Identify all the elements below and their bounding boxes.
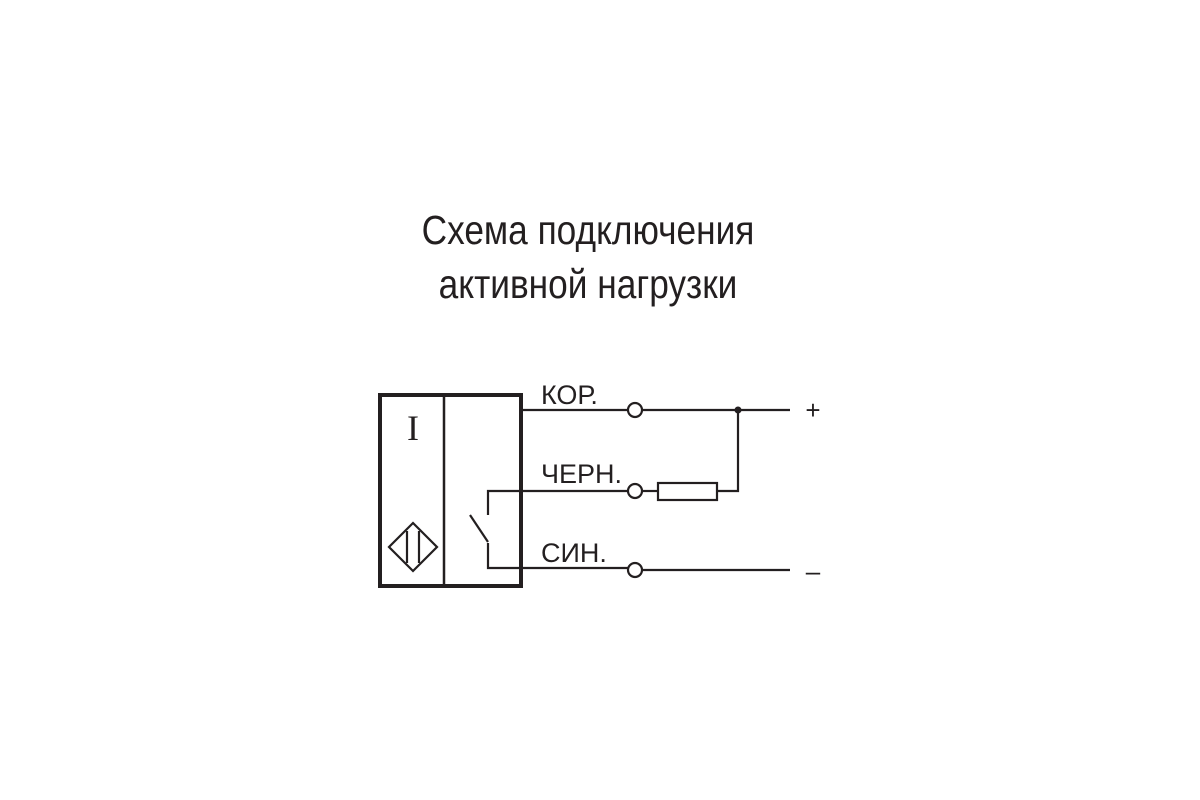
terminal-brown [626,401,644,419]
terminal-sign-plus: + [805,395,820,425]
wire-brown: КОР. + [521,380,821,425]
terminal-sign-minus: – [806,556,821,586]
wire-label-black: ЧЕРН. [541,459,622,489]
terminal-blue [626,561,644,579]
terminal-black [626,482,644,500]
diagram-title: Схема подключения активной нагрузки [82,203,1093,311]
title-line-2: активной нагрузки [438,261,738,307]
sensor-type-letter: I [407,408,419,448]
switch-contact-icon [469,489,521,570]
wire-label-blue: СИН. [541,538,607,568]
title-line-1: Схема подключения [421,207,755,253]
wire-blue: СИН. – [521,538,821,586]
inductive-proximity-symbol-icon [387,521,439,573]
wire-black: ЧЕРН. [521,410,740,502]
load-resistor-icon [656,481,719,502]
wire-label-brown: КОР. [541,380,598,410]
